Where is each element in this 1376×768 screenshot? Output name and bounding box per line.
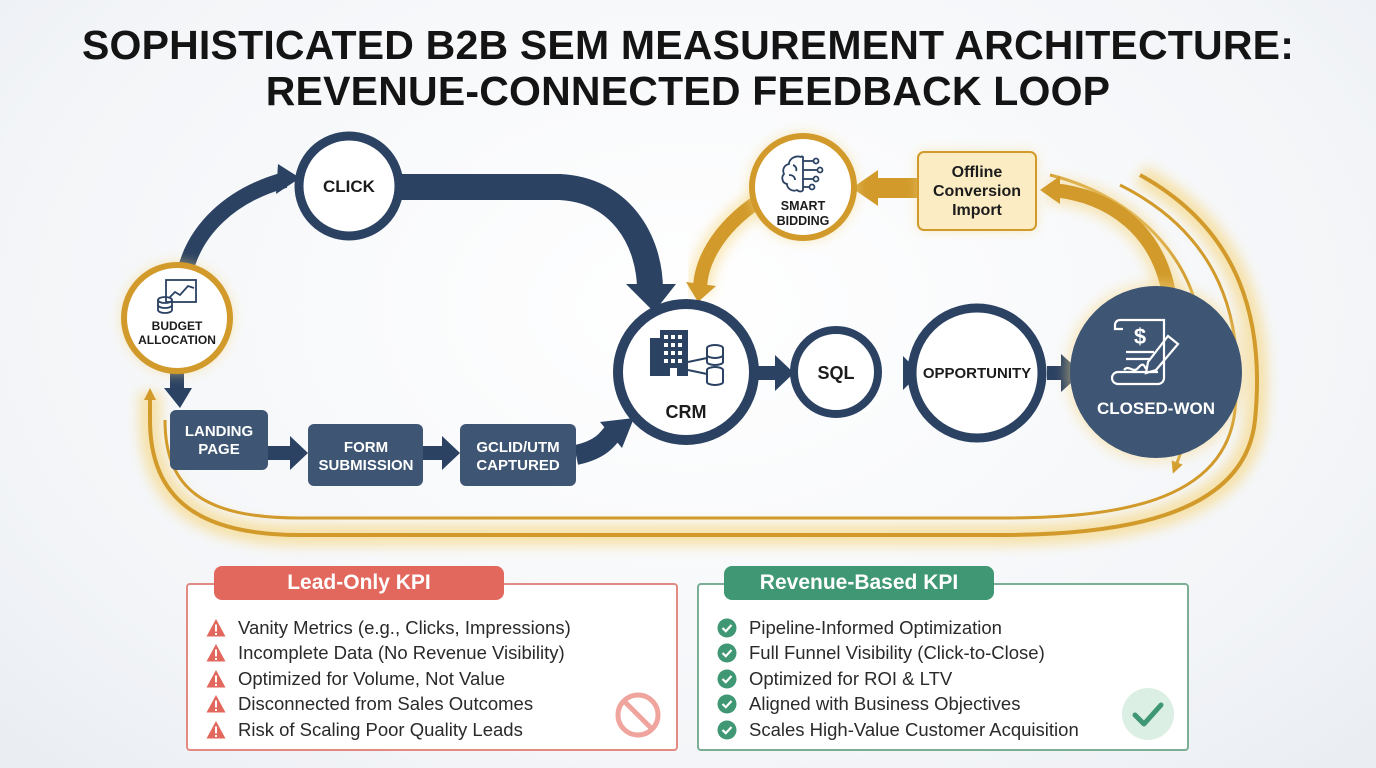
revenue-item-text: Scales High-Value Customer Acquisition — [749, 718, 1079, 740]
list-item: Vanity Metrics (e.g., Clicks, Impression… — [206, 615, 571, 641]
revenue-based-list: Pipeline-Informed Optimization Full Funn… — [717, 615, 1079, 743]
import-label-2: Conversion — [933, 183, 1021, 200]
lead-item-text: Risk of Scaling Poor Quality Leads — [238, 718, 523, 740]
closed-won-label: CLOSED-WON — [1097, 399, 1215, 418]
import-label-1: Offline — [952, 164, 1003, 181]
lead-only-kpi-heading: Lead-Only KPI — [214, 566, 504, 600]
list-item: Optimized for Volume, Not Value — [206, 666, 571, 692]
budget-to-landing-arrow — [164, 372, 192, 408]
revenue-item-text: Aligned with Business Objectives — [749, 693, 1021, 715]
import-to-bidding-arrow — [852, 170, 920, 206]
landing-label-1: LANDING — [185, 423, 253, 440]
warning-triangle-icon — [206, 695, 226, 713]
title-line-1: SOPHISTICATED B2B SEM MEASUREMENT ARCHIT… — [81, 22, 1295, 68]
check-circle-icon — [717, 643, 737, 663]
revenue-item-text: Pipeline-Informed Optimization — [749, 616, 1002, 638]
svg-text:$: $ — [1134, 324, 1146, 349]
form-label-1: FORM — [344, 439, 388, 456]
revenue-item-text: Optimized for ROI & LTV — [749, 667, 953, 689]
click-node: CLICK — [294, 131, 404, 241]
title-line-2: REVENUE-CONNECTED FEEDBACK LOOP — [265, 68, 1111, 114]
landing-label-2: PAGE — [198, 441, 239, 458]
budget-label-2: ALLOCATION — [138, 333, 216, 347]
landing-page-node: LANDING PAGE — [170, 410, 268, 470]
opportunity-node: OPPORTUNITY — [907, 303, 1047, 443]
budget-to-click-arrow — [177, 164, 300, 275]
gclid-to-crm-arrow — [573, 418, 634, 465]
list-item: Disconnected from Sales Outcomes — [206, 692, 571, 718]
page-title: SOPHISTICATED B2B SEM MEASUREMENT ARCHIT… — [0, 22, 1376, 114]
import-label-3: Import — [952, 202, 1002, 219]
click-label: CLICK — [323, 177, 376, 196]
crm-label: CRM — [666, 402, 707, 422]
chart-coins-icon — [157, 279, 197, 314]
approved-check-icon — [1122, 688, 1174, 740]
crm-node: CRM — [613, 299, 759, 445]
warning-triangle-icon — [206, 720, 226, 739]
building-database-icon — [650, 330, 724, 386]
gclid-label-1: GCLID/UTM — [476, 439, 559, 456]
click-to-crm-arrow — [398, 174, 676, 312]
lead-item-text: Incomplete Data (No Revenue Visibility) — [238, 642, 565, 664]
lead-item-text: Vanity Metrics (e.g., Clicks, Impression… — [238, 616, 571, 638]
form-label-2: SUBMISSION — [318, 457, 413, 474]
smart-bidding-label-2: BIDDING — [777, 214, 830, 228]
list-item: Risk of Scaling Poor Quality Leads — [206, 717, 571, 743]
revenue-based-kpi-panel: Pipeline-Informed Optimization Full Funn… — [697, 583, 1189, 751]
warning-triangle-icon — [206, 618, 226, 637]
opportunity-label: OPPORTUNITY — [923, 365, 1031, 382]
warning-triangle-icon — [206, 644, 226, 662]
lead-only-kpi-panel: Vanity Metrics (e.g., Clicks, Impression… — [186, 583, 678, 751]
gclid-label-2: CAPTURED — [476, 457, 560, 474]
list-item: Optimized for ROI & LTV — [717, 666, 1079, 692]
smart-bidding-to-crm-arrow — [686, 190, 767, 302]
crm-to-sql-arrow — [756, 355, 794, 391]
closedwon-to-import-arrow — [1040, 176, 1183, 303]
offline-import-node: Offline Conversion Import — [917, 151, 1037, 231]
revenue-item-text: Full Funnel Visibility (Click-to-Close) — [749, 642, 1045, 664]
budget-label-1: BUDGET — [152, 319, 203, 333]
check-circle-icon — [717, 720, 737, 740]
list-item: Scales High-Value Customer Acquisition — [717, 717, 1079, 743]
revenue-based-kpi-heading: Revenue-Based KPI — [724, 566, 994, 600]
check-circle-icon — [717, 618, 737, 638]
list-item: Pipeline-Informed Optimization — [717, 615, 1079, 641]
brain-circuit-icon — [781, 155, 824, 193]
check-circle-icon — [717, 669, 737, 689]
form-submission-node: FORM SUBMISSION — [308, 424, 423, 486]
smart-bidding-label-1: SMART — [781, 199, 826, 213]
list-item: Full Funnel Visibility (Click-to-Close) — [717, 641, 1079, 667]
closed-won-node: $ CLOSED-WON — [1066, 282, 1246, 462]
contract-signature-icon: $ — [1110, 318, 1180, 386]
form-to-gclid-arrow — [423, 436, 460, 470]
warning-triangle-icon — [206, 669, 226, 688]
check-circle-icon — [717, 694, 737, 714]
prohibited-icon — [615, 692, 661, 738]
list-item: Aligned with Business Objectives — [717, 692, 1079, 718]
gclid-utm-node: GCLID/UTM CAPTURED — [460, 424, 576, 486]
lead-only-list: Vanity Metrics (e.g., Clicks, Impression… — [206, 615, 571, 743]
budget-allocation-node: BUDGET ALLOCATION — [121, 262, 233, 374]
sql-label: SQL — [817, 363, 854, 383]
lead-item-text: Optimized for Volume, Not Value — [238, 667, 506, 689]
list-item: Incomplete Data (No Revenue Visibility) — [206, 641, 571, 667]
smart-bidding-node: SMART BIDDING — [749, 133, 857, 241]
sql-node: SQL — [790, 326, 882, 418]
landing-to-form-arrow — [268, 436, 308, 470]
feedback-loop-diagram: CLICK BUDGET ALLOCATION LANDING PAGE FOR… — [121, 131, 1268, 546]
lead-item-text: Disconnected from Sales Outcomes — [238, 693, 534, 715]
